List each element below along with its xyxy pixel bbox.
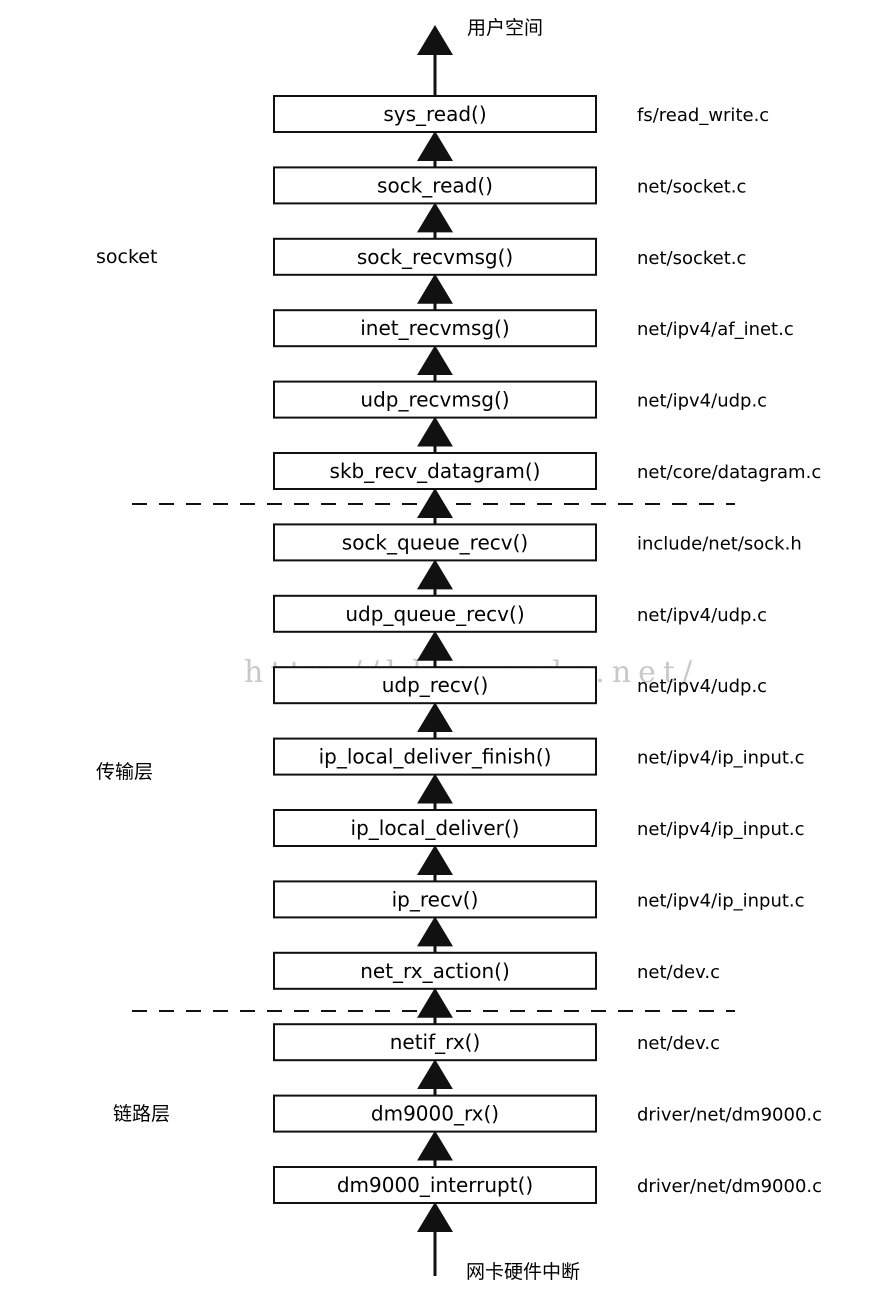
function-box: sys_read() [273,95,597,133]
function-box-rect [273,737,597,776]
function-box-rect [273,1094,597,1133]
source-file-label: net/dev.c [637,1033,720,1054]
function-name: udp_queue_recv() [345,602,524,626]
function-box: inet_recvmsg() [273,309,597,348]
source-file-label: net/ipv4/udp.c [637,391,767,412]
function-box: netif_rx() [273,1023,597,1062]
function-box-rect [273,523,597,562]
function-box: dm9000_interrupt() [273,1166,597,1204]
function-box: ip_recv() [273,880,597,919]
source-file-label: include/net/sock.h [637,533,802,554]
user-space-label: 用户空间 [467,17,543,39]
source-file-label: driver/net/dm9000.c [637,1176,822,1197]
function-name: udp_recvmsg() [360,388,509,412]
function-name: dm9000_rx() [371,1102,499,1126]
function-box-rect [273,666,597,705]
function-box: dm9000_rx() [273,1094,597,1133]
function-name: udp_recv() [382,673,489,697]
layer-label-transport: 传输层 [96,761,153,783]
function-box-rect [273,166,597,205]
source-file-label: net/ipv4/ip_input.c [637,819,805,840]
function-box: udp_queue_recv() [273,594,597,633]
function-box: sock_read() [273,166,597,205]
source-file-label: net/ipv4/ip_input.c [637,890,805,911]
function-name: ip_local_deliver_finish() [319,745,552,769]
function-box-rect [273,809,597,847]
function-name: sys_read() [383,102,486,126]
function-name: netif_rx() [390,1030,481,1054]
source-file-label: net/ipv4/af_inet.c [637,319,794,340]
function-box-rect [273,594,597,633]
function-box-rect [273,1023,597,1062]
function-box: ip_local_deliver_finish() [273,737,597,776]
function-name: ip_local_deliver() [351,816,520,840]
source-file-label: net/ipv4/udp.c [637,605,767,626]
function-name: ip_recv() [392,887,479,911]
function-box: sock_recvmsg() [273,237,597,276]
function-box: net_rx_action() [273,951,597,990]
source-file-label: net/dev.c [637,962,720,983]
source-file-label: net/socket.c [637,176,746,197]
function-box: udp_recvmsg() [273,380,597,419]
function-name: sock_recvmsg() [357,245,513,269]
layer-label-link: 链路层 [113,1103,170,1125]
function-box-rect [273,951,597,990]
function-name: sock_read() [377,173,493,197]
function-name: sock_queue_recv() [342,530,528,554]
function-box-rect [273,237,597,276]
layer-label-socket: socket [96,246,157,268]
source-file-label: net/core/datagram.c [637,462,821,483]
function-box: sock_queue_recv() [273,523,597,562]
function-name: net_rx_action() [360,959,510,983]
function-box-rect [273,95,597,133]
function-box-rect [273,380,597,419]
source-file-label: fs/read_write.c [637,105,769,126]
source-file-label: driver/net/dm9000.c [637,1105,822,1126]
function-name: dm9000_interrupt() [337,1173,533,1197]
function-box-rect [273,309,597,348]
source-file-group: fs/read_write.c net/socket.c net/socket.c n… [637,105,822,1197]
function-box: skb_recv_datagram() [273,452,597,490]
source-file-label: net/ipv4/ip_input.c [637,748,805,769]
function-box: ip_local_deliver() [273,809,597,847]
nic-interrupt-label: 网卡硬件中断 [466,1261,580,1283]
function-box-rect [273,880,597,919]
source-file-label: net/socket.c [637,248,746,269]
function-box-rect [273,1166,597,1204]
function-name: inet_recvmsg() [360,316,510,340]
source-file-label: net/ipv4/udp.c [637,676,767,697]
function-box-group: sys_read() sock_read() sock_recvmsg() inet_… [273,95,597,1204]
function-box-rect [273,452,597,490]
function-name: skb_recv_datagram() [330,459,541,483]
function-box: udp_recv() [273,666,597,705]
